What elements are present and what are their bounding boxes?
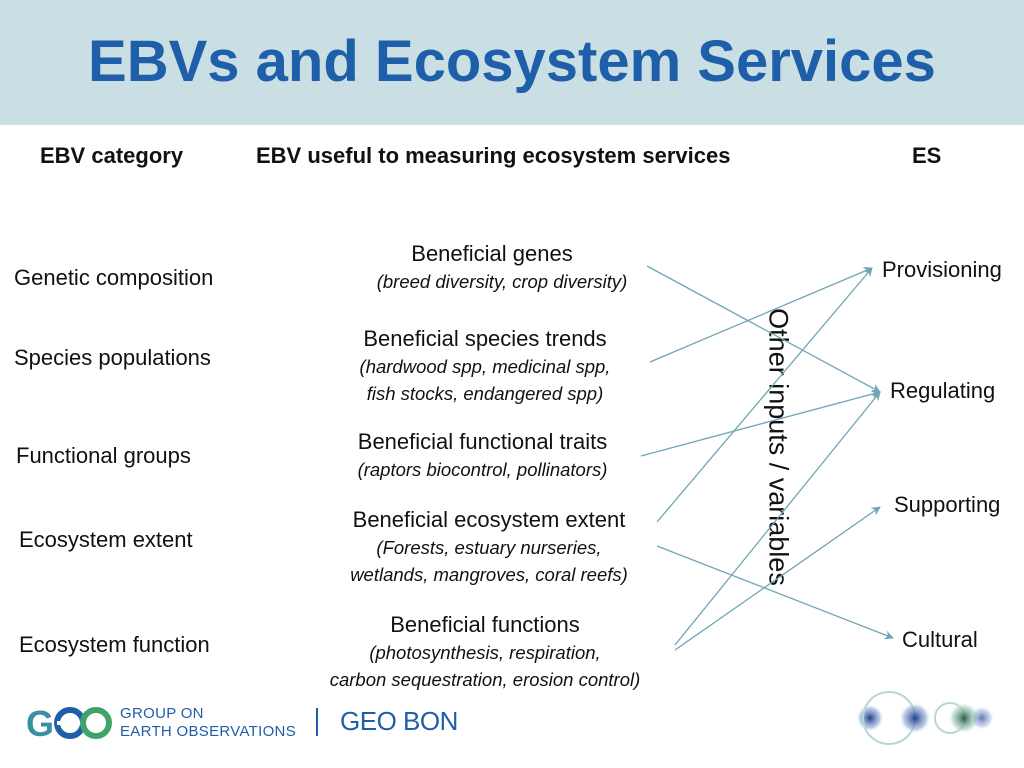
column-header-category: EBV category xyxy=(40,143,184,168)
service-cultural: Cultural xyxy=(902,627,978,652)
ebv-examples: (Forests, estuary nurseries, xyxy=(376,537,602,558)
ebv-examples-continued: carbon sequestration, erosion control) xyxy=(329,669,641,690)
ebv-title: Beneficial functional traits xyxy=(357,429,608,454)
ebv-title: Beneficial functions xyxy=(390,612,580,637)
slide-title: EBVs and Ecosystem Services xyxy=(88,29,936,94)
ebv-beneficial-functions: Beneficial functions (photosynthesis, re… xyxy=(292,611,678,693)
service-supporting: Supporting xyxy=(894,492,1001,517)
ebv-examples-continued: fish stocks, endangered spp) xyxy=(366,383,604,404)
geo-org-line-1: GROUP ON xyxy=(120,705,204,722)
column-header-es: ES xyxy=(912,143,942,168)
svg-text:G: G xyxy=(26,703,54,743)
geo-bon-emblem-icon xyxy=(856,691,994,745)
service-regulating: Regulating xyxy=(890,378,996,403)
ebv-beneficial-ecosystem-extent: Beneficial ecosystem extent (Forests, es… xyxy=(318,506,660,588)
category-species-populations: Species populations xyxy=(14,345,211,370)
geo-org-line-2: EARTH OBSERVATIONS xyxy=(120,723,296,740)
category-genetic-composition: Genetic composition xyxy=(14,265,214,290)
arrow-species-to-provisioning xyxy=(649,267,873,363)
arrow-extent-to-provisioning xyxy=(656,267,873,523)
ebv-title: Beneficial genes xyxy=(411,241,573,266)
ebv-beneficial-genes: Beneficial genes (breed diversity, crop … xyxy=(352,240,632,295)
ebv-examples: (hardwood spp, medicinal spp, xyxy=(359,356,611,377)
arrow-genes-to-regulating xyxy=(646,265,881,393)
category-ecosystem-extent: Ecosystem extent xyxy=(19,527,193,552)
ebv-title: Beneficial ecosystem extent xyxy=(352,507,626,532)
arrow-traits-to-regulating xyxy=(640,389,881,457)
footer-divider xyxy=(316,708,318,736)
column-header-ebv: EBV useful to measuring ecosystem servic… xyxy=(256,143,731,168)
ebv-examples-continued: wetlands, mangroves, coral reefs) xyxy=(350,564,628,585)
arrow-extent-to-cultural xyxy=(656,545,894,640)
ebv-examples: (photosynthesis, respiration, xyxy=(369,642,601,663)
ebv-title: Beneficial species trends xyxy=(363,326,607,351)
title-band xyxy=(0,0,1024,125)
arrow-functions-to-regulating xyxy=(674,391,881,646)
ebv-examples: (breed diversity, crop diversity) xyxy=(376,271,628,292)
ebv-beneficial-functional-traits: Beneficial functional traits (raptors bi… xyxy=(325,428,640,483)
geo-logo-icon: G xyxy=(26,703,112,743)
service-provisioning: Provisioning xyxy=(882,257,1002,282)
category-functional-groups: Functional groups xyxy=(16,443,191,468)
arrow-functions-to-supporting xyxy=(674,506,881,651)
geo-bon-logo-text: GEO BON xyxy=(340,706,458,736)
ebv-beneficial-species-trends: Beneficial species trends (hardwood spp,… xyxy=(330,325,640,407)
ebv-examples: (raptors biocontrol, pollinators) xyxy=(357,459,608,480)
category-ecosystem-function: Ecosystem function xyxy=(19,632,210,657)
